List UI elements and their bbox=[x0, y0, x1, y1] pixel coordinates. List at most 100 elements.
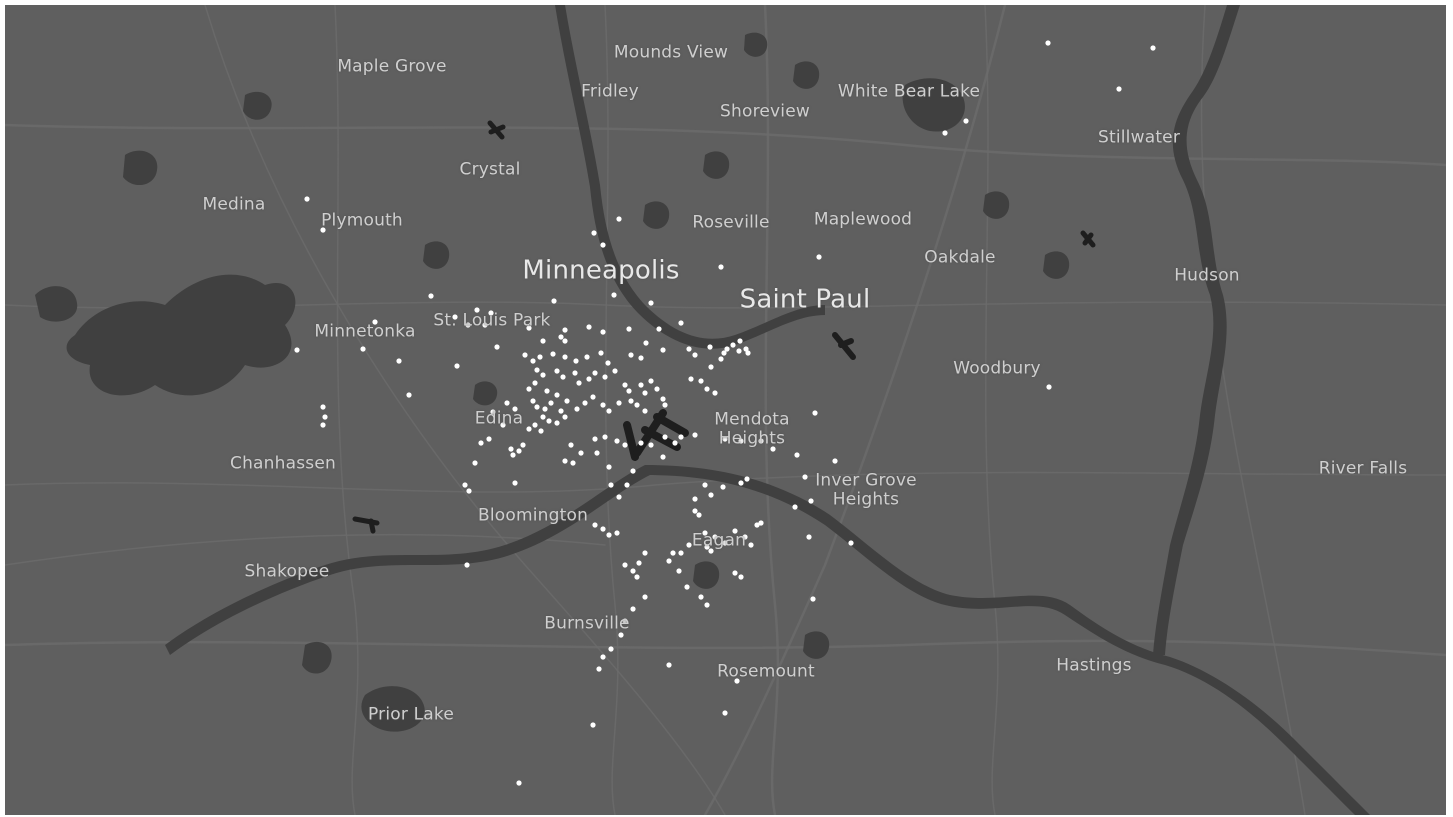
location-point[interactable] bbox=[684, 584, 690, 590]
location-point[interactable] bbox=[848, 540, 854, 546]
location-point[interactable] bbox=[806, 534, 812, 540]
location-point[interactable] bbox=[630, 568, 636, 574]
location-point[interactable] bbox=[648, 300, 654, 306]
location-point[interactable] bbox=[686, 346, 692, 352]
location-point[interactable] bbox=[600, 526, 606, 532]
location-point[interactable] bbox=[642, 594, 648, 600]
location-point[interactable] bbox=[544, 388, 550, 394]
location-point[interactable] bbox=[628, 352, 634, 358]
location-point[interactable] bbox=[643, 340, 649, 346]
location-point[interactable] bbox=[754, 522, 760, 528]
location-point[interactable] bbox=[562, 327, 568, 333]
location-point[interactable] bbox=[636, 560, 642, 566]
location-point[interactable] bbox=[708, 548, 714, 554]
location-point[interactable] bbox=[320, 404, 326, 410]
location-point[interactable] bbox=[573, 358, 579, 364]
location-point[interactable] bbox=[624, 482, 630, 488]
location-point[interactable] bbox=[808, 498, 814, 504]
location-point[interactable] bbox=[616, 400, 622, 406]
location-point[interactable] bbox=[616, 216, 622, 222]
location-point[interactable] bbox=[584, 354, 590, 360]
location-point[interactable] bbox=[802, 474, 808, 480]
location-point[interactable] bbox=[692, 508, 698, 514]
airport-crystal[interactable] bbox=[487, 120, 506, 140]
location-point[interactable] bbox=[638, 355, 644, 361]
location-point[interactable] bbox=[616, 494, 622, 500]
location-point[interactable] bbox=[548, 400, 554, 406]
location-point[interactable] bbox=[712, 390, 718, 396]
location-point[interactable] bbox=[558, 408, 564, 414]
location-point[interactable] bbox=[634, 402, 640, 408]
location-point[interactable] bbox=[574, 406, 580, 412]
location-point[interactable] bbox=[508, 446, 514, 452]
location-point[interactable] bbox=[622, 618, 628, 624]
location-point[interactable] bbox=[550, 351, 556, 357]
location-point[interactable] bbox=[963, 118, 969, 124]
location-point[interactable] bbox=[678, 550, 684, 556]
location-point[interactable] bbox=[320, 422, 326, 428]
location-point[interactable] bbox=[670, 550, 676, 556]
location-point[interactable] bbox=[592, 370, 598, 376]
location-point[interactable] bbox=[606, 408, 612, 414]
location-point[interactable] bbox=[534, 404, 540, 410]
location-point[interactable] bbox=[606, 464, 612, 470]
location-point[interactable] bbox=[474, 307, 480, 313]
location-point[interactable] bbox=[662, 402, 668, 408]
location-point[interactable] bbox=[698, 378, 704, 384]
location-point[interactable] bbox=[742, 534, 748, 540]
location-point[interactable] bbox=[532, 380, 538, 386]
location-point[interactable] bbox=[737, 338, 743, 344]
location-point[interactable] bbox=[686, 542, 692, 548]
location-point[interactable] bbox=[486, 436, 492, 442]
location-point[interactable] bbox=[428, 293, 434, 299]
location-point[interactable] bbox=[534, 367, 540, 373]
airport-flying-cloud[interactable] bbox=[352, 516, 380, 534]
location-point[interactable] bbox=[743, 346, 749, 352]
location-point[interactable] bbox=[611, 292, 617, 298]
location-point[interactable] bbox=[454, 363, 460, 369]
location-point[interactable] bbox=[721, 350, 727, 356]
location-point[interactable] bbox=[738, 574, 744, 580]
location-point[interactable] bbox=[758, 520, 764, 526]
location-point[interactable] bbox=[516, 448, 522, 454]
location-point[interactable] bbox=[322, 414, 328, 420]
location-point[interactable] bbox=[614, 530, 620, 536]
location-point[interactable] bbox=[582, 400, 588, 406]
location-point[interactable] bbox=[540, 338, 546, 344]
location-point[interactable] bbox=[602, 374, 608, 380]
location-point[interactable] bbox=[702, 530, 708, 536]
location-point[interactable] bbox=[630, 468, 636, 474]
location-point[interactable] bbox=[452, 314, 458, 320]
location-point[interactable] bbox=[512, 406, 518, 412]
location-point[interactable] bbox=[600, 402, 606, 408]
airport-msp[interactable] bbox=[623, 409, 689, 461]
location-point[interactable] bbox=[688, 376, 694, 382]
location-point[interactable] bbox=[538, 428, 544, 434]
location-point[interactable] bbox=[568, 442, 574, 448]
location-point[interactable] bbox=[708, 492, 714, 498]
location-point[interactable] bbox=[718, 356, 724, 362]
airport-lake-elmo[interactable] bbox=[1080, 230, 1096, 248]
location-point[interactable] bbox=[634, 574, 640, 580]
location-point[interactable] bbox=[537, 354, 543, 360]
location-point[interactable] bbox=[722, 436, 728, 442]
location-point[interactable] bbox=[692, 352, 698, 358]
map-canvas[interactable]: Mounds View Maple Grove Fridley White Be… bbox=[5, 5, 1446, 815]
location-point[interactable] bbox=[562, 458, 568, 464]
location-point[interactable] bbox=[464, 562, 470, 568]
location-point[interactable] bbox=[576, 380, 582, 386]
location-point[interactable] bbox=[678, 320, 684, 326]
location-point[interactable] bbox=[720, 484, 726, 490]
location-point[interactable] bbox=[530, 398, 536, 404]
location-point[interactable] bbox=[608, 646, 614, 652]
location-point[interactable] bbox=[540, 372, 546, 378]
location-point[interactable] bbox=[660, 347, 666, 353]
location-point[interactable] bbox=[734, 678, 740, 684]
location-point[interactable] bbox=[510, 452, 516, 458]
location-point[interactable] bbox=[500, 422, 506, 428]
location-point[interactable] bbox=[622, 562, 628, 568]
location-point[interactable] bbox=[520, 442, 526, 448]
location-point[interactable] bbox=[600, 654, 606, 660]
location-point[interactable] bbox=[642, 550, 648, 556]
location-point[interactable] bbox=[704, 386, 710, 392]
